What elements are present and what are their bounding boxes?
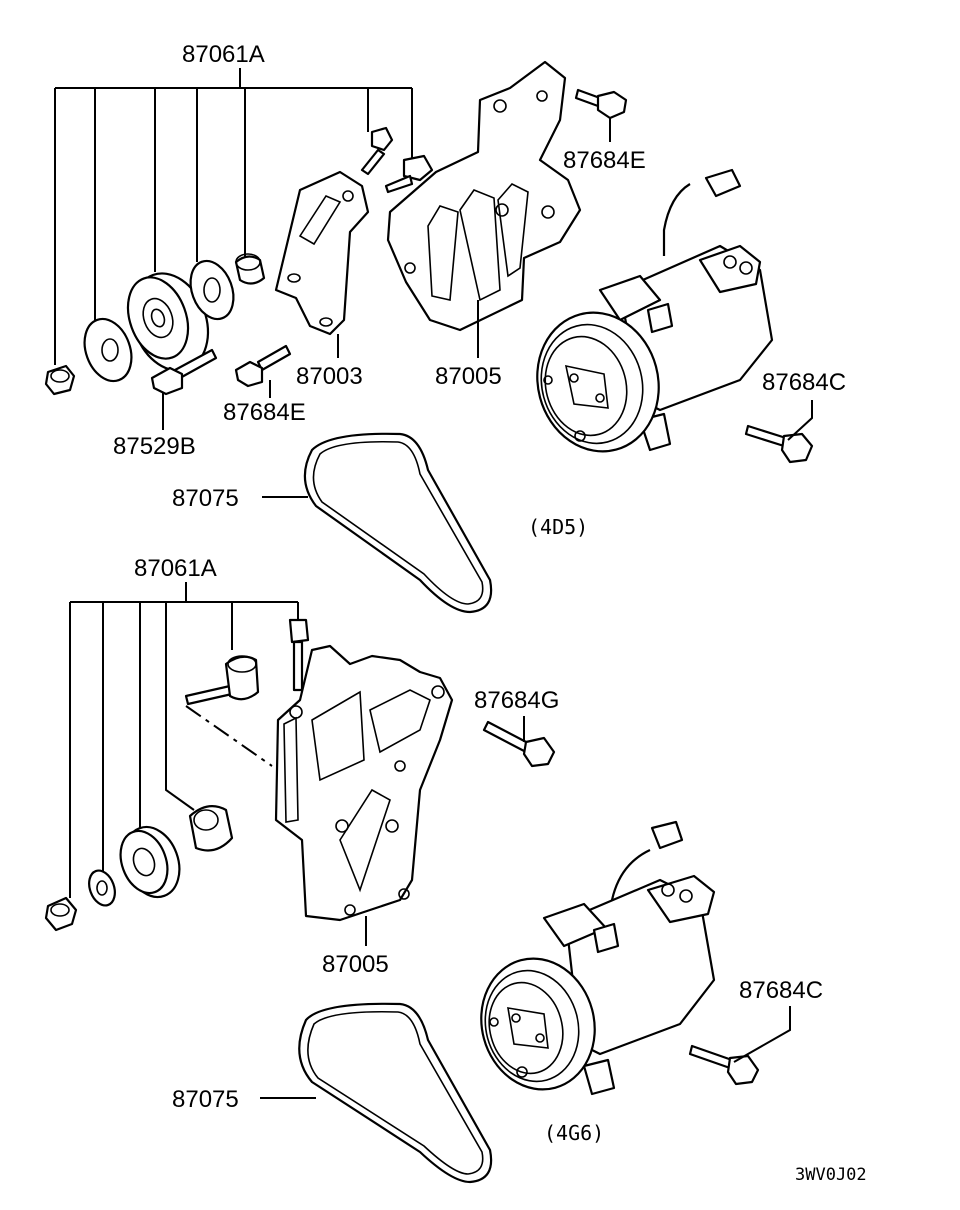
top-pulley-bolt bbox=[150, 348, 218, 396]
label-top-belt: 87075 bbox=[172, 485, 239, 512]
label-top-bracket-small: 87003 bbox=[296, 363, 363, 390]
top-bolt-right bbox=[574, 88, 628, 120]
bottom-pulley-kit-leaders bbox=[69, 582, 299, 898]
top-belt bbox=[303, 432, 493, 614]
top-nut bbox=[44, 364, 76, 396]
bottom-nut bbox=[44, 896, 78, 932]
label-top-section: (4D5) bbox=[528, 515, 588, 539]
label-top-compressor-bolt: 87684C bbox=[762, 369, 846, 396]
top-bolt-left bbox=[234, 344, 292, 388]
bottom-collar bbox=[188, 805, 234, 852]
label-bottom-pulley-kit: 87061A bbox=[134, 555, 217, 582]
top-spacer-disc bbox=[189, 259, 235, 321]
label-top-bolt-right: 87684E bbox=[563, 147, 646, 174]
top-pulley-kit-leaders bbox=[54, 68, 413, 365]
bottom-compressor bbox=[480, 820, 716, 1096]
bottom-long-bolt bbox=[184, 655, 260, 706]
label-top-bolt-left: 87684E bbox=[223, 399, 306, 426]
bottom-belt bbox=[298, 1002, 493, 1184]
label-top-bracket-large: 87005 bbox=[435, 363, 502, 390]
top-collar bbox=[234, 253, 266, 285]
top-washer bbox=[83, 317, 133, 383]
label-bottom-bracket: 87005 bbox=[322, 951, 389, 978]
label-top-pulley-kit: 87061A bbox=[182, 41, 265, 68]
label-top-pulley-bolt: 87529B bbox=[113, 433, 196, 460]
diagram-code: 3WV0J02 bbox=[795, 1165, 867, 1185]
top-small-bolts bbox=[360, 126, 434, 194]
label-bottom-compressor-bolt: 87684C bbox=[739, 977, 823, 1004]
bottom-compressor-bolt bbox=[688, 1044, 760, 1086]
top-compressor bbox=[536, 168, 774, 453]
bottom-bolt bbox=[482, 720, 556, 768]
bottom-idler-pulley bbox=[119, 825, 181, 899]
bottom-washer bbox=[88, 869, 116, 907]
bottom-assembly bbox=[44, 582, 791, 1184]
bottom-stud bbox=[288, 618, 310, 692]
label-bottom-bolt: 87684G bbox=[474, 687, 559, 714]
top-compressor-bolt bbox=[744, 424, 814, 464]
top-bracket-small bbox=[274, 170, 370, 336]
top-bracket-large bbox=[386, 60, 582, 332]
top-assembly bbox=[44, 60, 814, 614]
label-bottom-section: (4G6) bbox=[544, 1121, 604, 1145]
label-bottom-belt: 87075 bbox=[172, 1086, 239, 1113]
bottom-bracket bbox=[274, 644, 454, 922]
